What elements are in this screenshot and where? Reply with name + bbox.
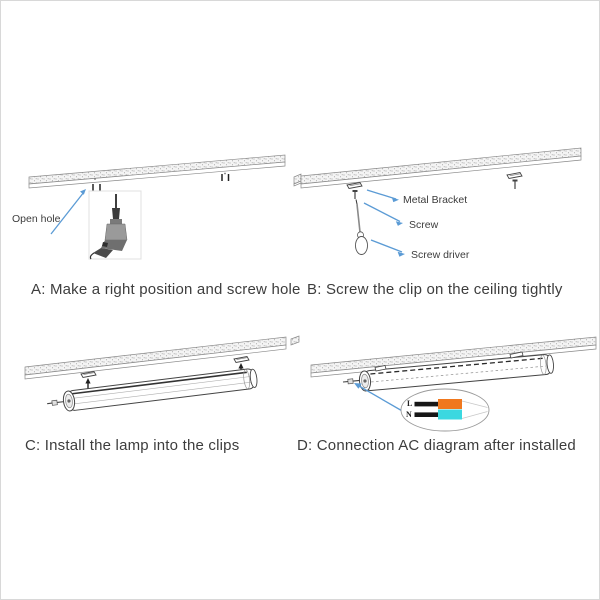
panel-b-illustration: Metal Bracket Screw Screw driver bbox=[300, 147, 582, 261]
metal-bracket-icon bbox=[374, 351, 524, 372]
panel-d-illustration: L N bbox=[310, 336, 597, 432]
label-arrows bbox=[363, 189, 405, 257]
open-hole-label: Open hole bbox=[12, 213, 61, 225]
caption-a: A: Make a right position and screw hole bbox=[31, 281, 301, 298]
installed-lamp-tube bbox=[342, 354, 554, 392]
live-label: L bbox=[407, 399, 412, 408]
drill-icon bbox=[88, 190, 142, 260]
neutral-label: N bbox=[406, 410, 412, 419]
power-connector-icon bbox=[342, 378, 360, 385]
wiring-callout-arrow-icon bbox=[354, 383, 405, 413]
ceiling-panel bbox=[28, 154, 302, 189]
screw-label: Screw bbox=[409, 219, 439, 231]
caption-d: D: Connection AC diagram after installed bbox=[297, 437, 576, 454]
neutral-wire-lead bbox=[414, 412, 438, 417]
wiring-detail-callout: L N bbox=[400, 388, 490, 432]
panel-a-illustration: Open hole bbox=[12, 154, 302, 260]
screw-hole-marks bbox=[92, 174, 230, 191]
caption-c: C: Install the lamp into the clips bbox=[25, 437, 240, 454]
caption-b: B: Screw the clip on the ceiling tightly bbox=[307, 281, 563, 298]
open-hole-arrow-icon bbox=[50, 189, 86, 235]
ceiling-panel bbox=[24, 335, 300, 380]
neutral-wire bbox=[438, 409, 462, 420]
metal-bracket-icon bbox=[80, 370, 97, 379]
screwdriver-icon bbox=[355, 199, 368, 255]
ceiling-panel bbox=[300, 147, 582, 189]
live-wire bbox=[438, 399, 462, 409]
power-connector-icon bbox=[47, 399, 65, 406]
lamp-tube bbox=[47, 368, 258, 412]
up-arrow-icon bbox=[85, 378, 91, 389]
panel-c-illustration bbox=[24, 335, 300, 412]
screw-icon bbox=[352, 190, 358, 199]
screw-driver-label: Screw driver bbox=[411, 249, 470, 261]
metal-bracket-label: Metal Bracket bbox=[403, 194, 467, 206]
live-wire-lead bbox=[414, 401, 438, 407]
metal-bracket-icon bbox=[233, 355, 250, 364]
metal-bracket-icon bbox=[346, 181, 363, 190]
metal-bracket-icon bbox=[506, 171, 523, 189]
